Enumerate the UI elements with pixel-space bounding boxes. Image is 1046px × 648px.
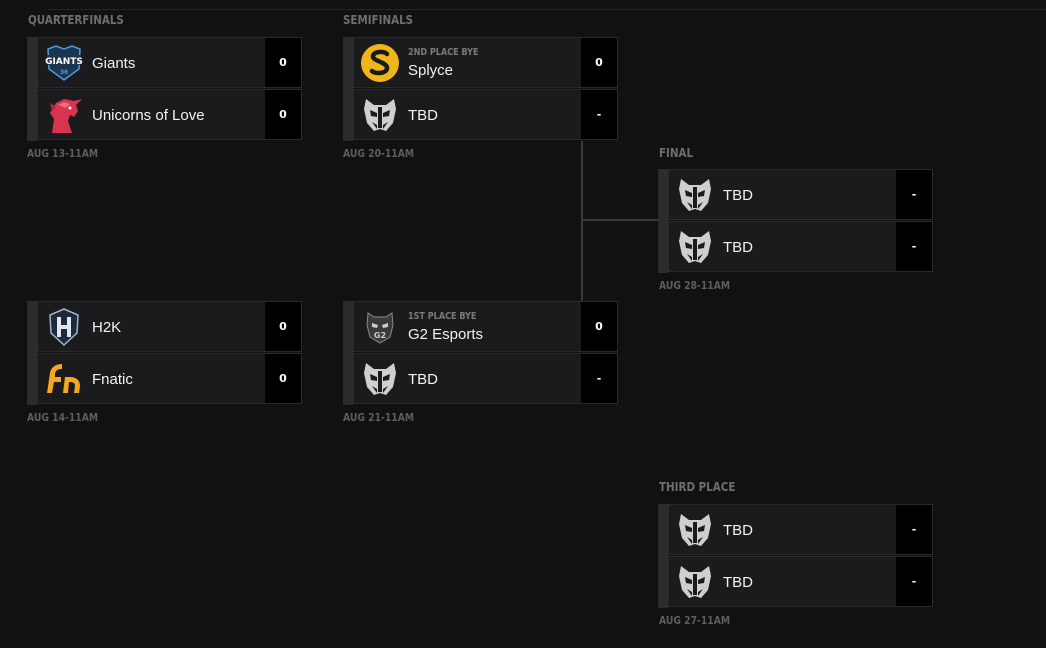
bye-label: 1ST PLACE BYE bbox=[408, 311, 477, 322]
round-title-quarterfinals: QUARTERFINALS bbox=[28, 13, 124, 27]
tbd-logo-icon bbox=[675, 175, 715, 215]
score: 0 bbox=[581, 38, 617, 87]
svg-text:GIANTS: GIANTS bbox=[45, 57, 83, 67]
score: 0 bbox=[265, 90, 301, 139]
match-accent-bar bbox=[658, 169, 668, 273]
score: - bbox=[581, 90, 617, 139]
tbd-logo-icon bbox=[675, 510, 715, 550]
team-name: Fnatic bbox=[92, 371, 133, 388]
giants-logo-icon: GIANTS 36 bbox=[44, 43, 84, 83]
bracket-connector bbox=[581, 141, 583, 301]
match-accent-bar bbox=[658, 504, 668, 608]
svg-text:G2: G2 bbox=[374, 331, 386, 340]
team-name: TBD bbox=[723, 522, 753, 539]
match-date: AUG 13-11AM bbox=[27, 147, 99, 160]
team-name: Splyce bbox=[408, 62, 454, 79]
team-row[interactable]: G2 1ST PLACE BYE G2 Esports 0 bbox=[353, 301, 618, 352]
score: - bbox=[896, 170, 932, 219]
svg-text:36: 36 bbox=[60, 69, 68, 76]
match-date: AUG 14-11AM bbox=[27, 411, 99, 424]
team-row[interactable]: Fnatic 0 bbox=[37, 353, 302, 404]
round-title-third-place: THIRD PLACE bbox=[659, 480, 736, 494]
score: 0 bbox=[265, 354, 301, 403]
h2k-logo-icon bbox=[44, 307, 84, 347]
score: - bbox=[896, 505, 932, 554]
unicorns-of-love-logo-icon bbox=[44, 95, 84, 135]
g2-esports-logo-icon: G2 bbox=[360, 307, 400, 347]
team-row[interactable]: TBD - bbox=[668, 504, 933, 555]
tbd-logo-icon bbox=[360, 95, 400, 135]
match-accent-bar bbox=[27, 37, 37, 141]
match-quarterfinal-2: H2K 0 Fnatic 0 bbox=[27, 301, 302, 405]
score: 0 bbox=[265, 302, 301, 351]
tbd-logo-icon bbox=[675, 562, 715, 602]
team-row[interactable]: TBD - bbox=[668, 169, 933, 220]
team-row[interactable]: TBD - bbox=[668, 221, 933, 272]
team-row[interactable]: 2ND PLACE BYE Splyce 0 bbox=[353, 37, 618, 88]
match-semifinal-2: G2 1ST PLACE BYE G2 Esports 0 TBD - bbox=[343, 301, 618, 405]
splyce-logo-icon bbox=[360, 43, 400, 83]
match-accent-bar bbox=[343, 37, 353, 141]
match-date: AUG 27-11AM bbox=[659, 614, 731, 627]
team-name: TBD bbox=[723, 574, 753, 591]
team-name: Giants bbox=[92, 55, 136, 72]
match-date: AUG 20-11AM bbox=[343, 147, 415, 160]
team-name: TBD bbox=[723, 187, 753, 204]
top-divider bbox=[48, 9, 1046, 10]
team-row[interactable]: TBD - bbox=[353, 89, 618, 140]
match-final: TBD - TBD - bbox=[658, 169, 933, 273]
match-accent-bar bbox=[27, 301, 37, 405]
team-name: H2K bbox=[92, 319, 122, 336]
bye-label: 2ND PLACE BYE bbox=[408, 47, 479, 58]
team-name: TBD bbox=[408, 371, 438, 388]
match-accent-bar bbox=[343, 301, 353, 405]
score: 0 bbox=[581, 302, 617, 351]
match-date: AUG 21-11AM bbox=[343, 411, 415, 424]
score: - bbox=[896, 222, 932, 271]
team-row[interactable]: Unicorns of Love 0 bbox=[37, 89, 302, 140]
match-quarterfinal-1: GIANTS 36 Giants 0 Unicorns of Love 0 bbox=[27, 37, 302, 141]
score: - bbox=[581, 354, 617, 403]
team-row[interactable]: TBD - bbox=[668, 556, 933, 607]
score: - bbox=[896, 557, 932, 606]
team-name: TBD bbox=[723, 239, 753, 256]
team-name: Unicorns of Love bbox=[92, 107, 205, 124]
tbd-logo-icon bbox=[675, 227, 715, 267]
team-row[interactable]: H2K 0 bbox=[37, 301, 302, 352]
team-row[interactable]: TBD - bbox=[353, 353, 618, 404]
team-name: G2 Esports bbox=[408, 326, 484, 343]
round-title-final: FINAL bbox=[659, 146, 694, 160]
fnatic-logo-icon bbox=[44, 359, 84, 399]
round-title-semifinals: SEMIFINALS bbox=[343, 13, 414, 27]
team-row[interactable]: GIANTS 36 Giants 0 bbox=[37, 37, 302, 88]
team-name: TBD bbox=[408, 107, 438, 124]
match-semifinal-1: 2ND PLACE BYE Splyce 0 TBD - bbox=[343, 37, 618, 141]
bracket-connector bbox=[583, 219, 659, 221]
tbd-logo-icon bbox=[360, 359, 400, 399]
match-date: AUG 28-11AM bbox=[659, 279, 731, 292]
match-third-place: TBD - TBD - bbox=[658, 504, 933, 608]
score: 0 bbox=[265, 38, 301, 87]
